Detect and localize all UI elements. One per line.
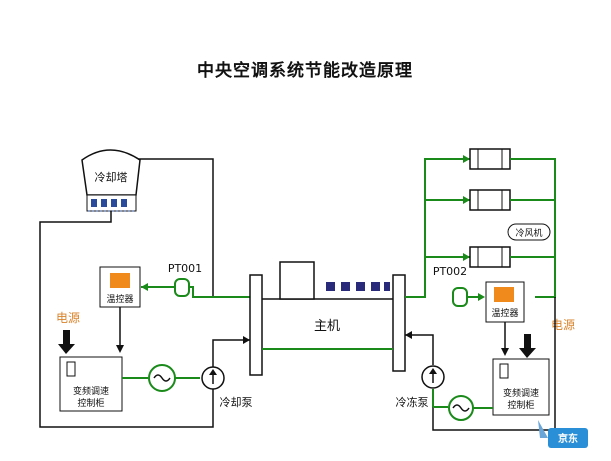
pt001-sensor: PT001	[168, 262, 202, 297]
temp-controller-left-label: 温控器	[106, 293, 133, 305]
fan-coil-3	[425, 246, 555, 268]
logo-text: 京东	[558, 432, 578, 445]
vfd-cabinet-right: 变频调速 控制柜	[492, 358, 550, 416]
jd-logo: 京东	[538, 420, 588, 448]
vfd-right-line1: 变频调速	[503, 387, 539, 399]
motor-left	[148, 364, 176, 392]
chilled-return-pipe	[405, 334, 434, 365]
host-right-header	[392, 274, 406, 372]
cooling-tower: 冷却塔	[81, 149, 141, 212]
vfd-left-line2: 控制柜	[77, 397, 104, 409]
fan-coil-label-box: 冷风机	[507, 223, 551, 241]
vfd-left-line1: 变频调速	[73, 385, 109, 397]
fan-coil-label: 冷风机	[515, 227, 542, 239]
power-left-label: 电源	[56, 311, 80, 325]
cooling-tower-label: 冷却塔	[95, 171, 128, 184]
temp-controller-right-label: 温控器	[491, 307, 518, 319]
compressor	[279, 261, 315, 300]
tower-supply-pipe	[39, 211, 214, 428]
host-left-header	[249, 274, 263, 376]
pt002-label: PT002	[433, 265, 467, 278]
power-left-arrow-icon	[63, 330, 70, 346]
pt001-signal-pipe	[141, 286, 250, 298]
cooling-pump-label: 冷却泵	[220, 396, 253, 409]
compressor-shaft	[326, 282, 390, 291]
vfd-right-line2: 控制柜	[507, 399, 534, 411]
cooling-pump	[201, 366, 225, 390]
motor-right	[448, 395, 474, 421]
temp-controller-left: 温控器	[99, 266, 141, 308]
chilled-return-loop	[432, 297, 556, 431]
pump-to-host-pipe	[212, 339, 250, 368]
vfd-cabinet-left: 变频调速 控制柜	[59, 356, 123, 412]
chilled-pump	[421, 365, 445, 389]
chilled-pump-label: 冷冻泵	[396, 395, 429, 409]
temp-controller-right: 温控器	[485, 281, 525, 323]
tower-return-pipe	[138, 158, 250, 298]
power-right-arrow-icon	[524, 334, 531, 350]
diagram-title: 中央空调系统节能改造原理	[197, 60, 413, 81]
power-right-label: 电源	[551, 318, 575, 332]
host-label: 主机	[314, 319, 340, 334]
fan-coil-1	[425, 148, 555, 170]
pt002-sensor: PT002	[433, 265, 468, 307]
fan-coil-2	[425, 189, 555, 211]
pt001-label: PT001	[168, 262, 202, 275]
